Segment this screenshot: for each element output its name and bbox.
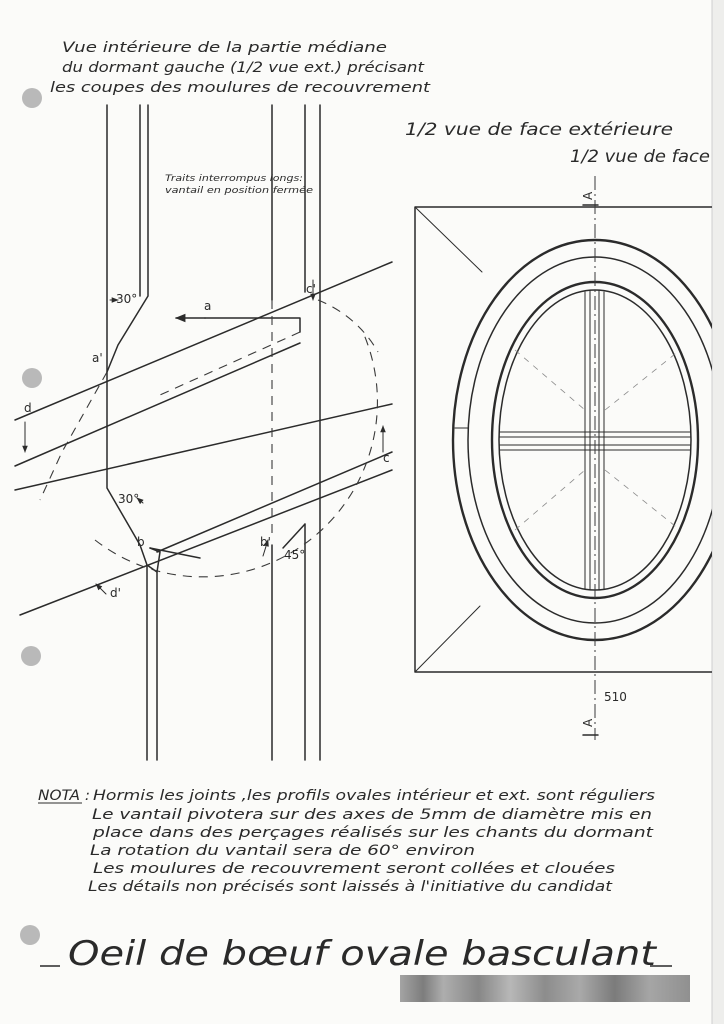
rotation-arc: [317, 299, 379, 353]
label-section-A-bottom: A: [581, 718, 595, 727]
label-angle-45: 45°: [284, 548, 305, 562]
label-angle-top: 30°: [116, 292, 137, 306]
glass-diagonal: [514, 469, 586, 531]
frame-bevel: [414, 206, 483, 273]
right-jamb-bevel: [282, 523, 306, 549]
label-d: d: [24, 401, 32, 415]
frame-outline: [414, 206, 712, 673]
nota-line: Les détails non précisés sont laissés à …: [88, 879, 613, 895]
label-a: a: [204, 299, 211, 313]
dimension-510: 510: [604, 690, 627, 704]
title-text: Oeil de bœuf ovale basculant: [68, 934, 658, 974]
oval-outer-molding: [451, 238, 712, 642]
front-view-drawing: A A 510: [414, 176, 712, 740]
label-b-prime: b': [260, 535, 271, 549]
header-note: Vue intérieure de la partie médiane du d…: [50, 40, 431, 96]
label-section-A-top: A: [581, 191, 595, 200]
label-d-prime: d': [110, 586, 121, 600]
nota-line: Les moulures de recouvrement seront coll…: [93, 861, 615, 877]
closed-sash-dashed-line: [159, 331, 301, 396]
angle-arrow-bottom: [136, 497, 144, 505]
sash-line: [14, 261, 393, 421]
left-jamb-molding-line: [106, 104, 149, 373]
left-section-drawing: 30° a a' c' d c 30° b b' 45° d': [14, 104, 393, 761]
closed-sash-dashed-line: [39, 371, 108, 501]
left-jamb-outer-line: [106, 104, 141, 546]
legend-line: Traits interrompus longs:: [165, 174, 303, 184]
frame-bevel: [414, 605, 481, 673]
header-line: Vue intérieure de la partie médiane: [62, 40, 387, 56]
arrow-b-prime: [262, 539, 269, 557]
punch-hole: [22, 368, 42, 388]
sash-line: [19, 469, 393, 616]
arrow-d-prime: [95, 583, 107, 595]
label-c: c: [383, 451, 390, 465]
glass-diagonal: [604, 469, 681, 531]
header-line: du dormant gauche (1/2 vue ext.) précisa…: [62, 60, 425, 76]
sash-line: [14, 342, 301, 467]
sash-line: [156, 451, 393, 553]
rotation-arc: [94, 329, 378, 578]
legend-line: vantail en position fermée: [165, 185, 314, 196]
punch-hole: [21, 646, 41, 666]
sash-line: [14, 403, 393, 491]
glass-diagonal: [514, 349, 586, 411]
paper-edge: [712, 0, 724, 1024]
label-angle-bottom: 30°: [118, 492, 139, 506]
punch-hole: [20, 925, 40, 945]
label-c-prime: c': [306, 282, 316, 296]
nota-label: NOTA :: [38, 788, 90, 804]
nota-line: Le vantail pivotera sur des axes de 5mm …: [92, 807, 652, 823]
nota-block: NOTA : Hormis les joints ,les profils ov…: [38, 788, 655, 895]
drawing-title: Oeil de bœuf ovale basculant: [40, 934, 672, 974]
glass-diagonal: [604, 349, 681, 411]
sash-edge-b: [149, 547, 201, 559]
left-jamb-notch: [139, 544, 161, 573]
nota-line: Hormis les joints ,les profils ovales in…: [93, 788, 655, 804]
punch-hole: [22, 88, 42, 108]
label-b: b: [137, 535, 145, 549]
scan-artifact-band: [400, 975, 690, 1002]
exterior-half-view-title: 1/2 vue de face extérieure: [405, 120, 673, 140]
header-line: les coupes des moulures de recouvrement: [50, 80, 431, 96]
pivot-detail: [454, 427, 469, 453]
dashed-line-legend: Traits interrompus longs: vantail en pos…: [165, 174, 314, 196]
face-half-view-title: 1/2 vue de face: [570, 147, 710, 167]
label-a-prime: a': [92, 351, 103, 365]
nota-line: place dans des perçages réalisés sur les…: [92, 825, 654, 841]
nota-line: La rotation du vantail sera de 60° envir…: [90, 843, 475, 859]
sash-edge-a: [204, 317, 301, 333]
